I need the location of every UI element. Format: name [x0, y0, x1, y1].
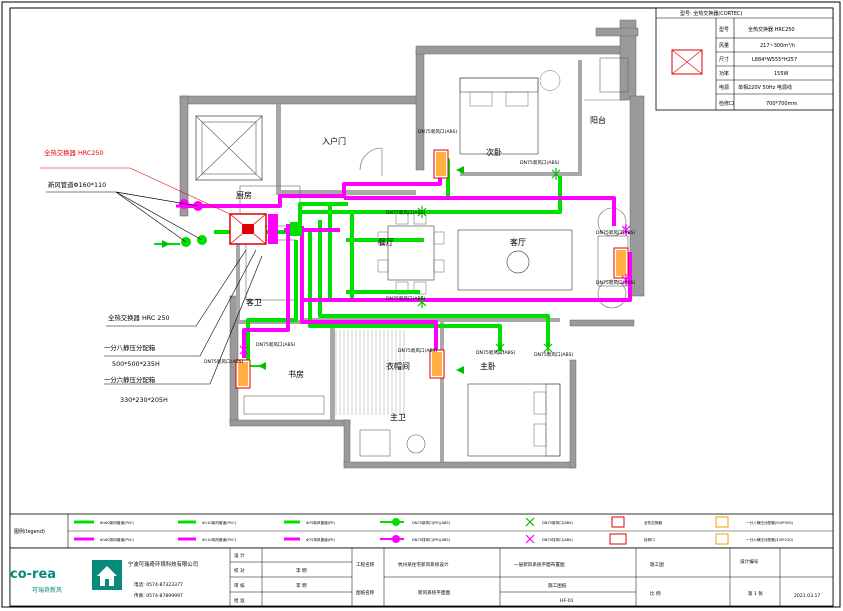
room-study: 书房: [288, 369, 304, 379]
sub-title-1: 一层新风系统平面布置图: [514, 561, 565, 568]
sub-title-2: 施工图纸: [548, 582, 567, 589]
title-block: co-rea 可瑞奇新风 宁波可瑞奇环境科技有限公司 电话: 0574-8732…: [9, 547, 834, 607]
spec-value: 700*700mm: [766, 101, 797, 107]
role-label: 批 准: [234, 597, 245, 604]
room-entrance: 入户门: [322, 136, 346, 146]
checker-name: 李 明: [296, 582, 307, 589]
designer-name: 李 明: [296, 567, 307, 574]
vent-label: DN75新风口(ABS): [204, 358, 244, 365]
role-label: 审 核: [234, 582, 245, 589]
brand-name: co-rea: [10, 567, 56, 582]
spec-label: 风量: [719, 42, 729, 49]
legend-item: 全热交换器: [644, 520, 662, 525]
heat-recovery-unit: [229, 213, 267, 245]
floor-plan: [179, 19, 645, 469]
vent-labels: DN75新风口(ABS) DN75新风口(ABS) DN75新风口(ABS) D…: [204, 128, 636, 365]
company-tel: 电话: 0574-87323377: [134, 581, 183, 588]
legend-item: Φ160排风管道(PVC): [100, 537, 135, 542]
vent-label: DN75新风口(ABS): [418, 128, 458, 135]
spec-value: 单相220V 50Hz 电源线: [738, 84, 792, 91]
legend-item: 一分八静压分配箱(500*500): [746, 520, 794, 525]
legend-item: Φ110排风管道(PVC): [202, 537, 237, 542]
house-icon: [92, 560, 122, 590]
spec-value: 全热交换器 HRC250: [748, 26, 795, 33]
legend-item: Φ75排风管道(PE): [306, 537, 336, 542]
vent-label: DN75新风口(ABS): [398, 347, 438, 354]
company-fax: 传真: 0574-87899997: [134, 592, 183, 599]
project-label: 工程名称: [356, 561, 375, 568]
legend-item: 检修口: [644, 537, 655, 542]
callout-unit-red: 全热交换器 HRC250: [44, 148, 104, 157]
room-labels: 入户门 次卧 阳台 厨房 餐厅 客厅 客卫 书房 衣帽间 主卧 主卫: [236, 115, 606, 422]
vent-label: DN75新风口(ABS): [596, 279, 636, 286]
vent-label: DN75新风口(ABS): [476, 349, 516, 356]
drawing-name: 新风系统平面图: [418, 589, 451, 596]
drawing-label: 图纸名称: [356, 589, 375, 596]
callouts: [40, 167, 263, 385]
callout-box8-title: 一分八静压分配箱: [104, 343, 156, 352]
vent-label: DN75新风口(ABS): [534, 351, 574, 358]
room-second-bedroom: 次卧: [486, 147, 502, 157]
scale-label: 比 例: [650, 590, 661, 597]
room-dining: 餐厅: [378, 238, 394, 247]
vent-markers: [162, 149, 631, 389]
spec-value: 155W: [774, 71, 789, 77]
vent-label: DN75新风口(ABS): [596, 229, 636, 236]
spec-label: 检修口: [719, 100, 734, 107]
number-label: 设计编号: [740, 558, 759, 565]
legend-item: Φ75新风管道(PE): [306, 520, 336, 525]
stage-label: 施工图: [650, 561, 664, 568]
drawing-date: 2021.03.17: [794, 593, 820, 599]
legend-item: 一分六静压分配箱(330*230): [746, 537, 794, 542]
legend-item: Φ160新风管道(PVC): [100, 520, 135, 525]
sheet-number: 第 1 张: [748, 590, 763, 597]
legend-item: Φ110新风管道(PVC): [202, 520, 237, 525]
callout-box6-size: 330*230*205H: [120, 396, 168, 404]
vent-label: DN75新风口(ABS): [520, 159, 560, 166]
legend-item: DN75排风口(ABS): [542, 537, 573, 542]
legend-item: DN75排风口(PE)(ABS): [412, 537, 451, 542]
room-kitchen: 厨房: [236, 190, 252, 200]
spec-value: 217~300m³/h: [760, 43, 795, 49]
legend-item: DN75新风口(ABS): [542, 520, 573, 525]
room-balcony: 阳台: [590, 115, 606, 125]
room-living: 客厅: [510, 237, 526, 247]
drawing-number: HF-01: [560, 598, 574, 604]
room-master-bath: 主卫: [390, 412, 406, 422]
legend-item: DN75新风口(PE)(ABS): [412, 520, 451, 525]
brand-logo: co-rea 可瑞奇新风: [10, 567, 62, 594]
spec-label: 功率: [719, 70, 729, 77]
room-master-bedroom: 主卧: [480, 361, 496, 371]
room-cloakroom: 衣帽间: [386, 361, 410, 371]
role-label: 设 计: [234, 552, 245, 559]
spec-label: 尺寸: [719, 56, 729, 63]
vent-label: DN75新风口(ABS): [386, 209, 426, 216]
company-name: 宁波可瑞奇环境科技有限公司: [128, 560, 198, 568]
vent-label: DN75新风口(ABS): [386, 295, 426, 302]
brand-sub: 可瑞奇新风: [32, 586, 62, 594]
callout-text: 全热交换器 HRC250 新风管道Φ160*110 全热交换器 HRC 250 …: [44, 148, 170, 404]
vent-label: DN75新风口(ABS): [256, 341, 296, 348]
project-name: 杭州某住宅新风系统设计: [398, 561, 449, 568]
room-guest-bath: 客卫: [246, 297, 262, 307]
role-label: 校 对: [234, 567, 245, 574]
spec-value: L884*W555*H257: [752, 57, 797, 63]
legend-title: 图例(legend): [14, 528, 45, 535]
spec-label: 型号: [719, 26, 729, 33]
legend: 图例(legend) Φ160新风管道(PVC) Φ110新风管道(PVC) Φ…: [9, 513, 834, 549]
callout-duct: 新风管道Φ160*110: [48, 180, 106, 189]
callout-box6-title: 一分六静压分配箱: [104, 375, 156, 384]
spec-table: 型号: 全热交换器(CORTEC) 型号 全热交换器 HRC250 风量 217…: [655, 7, 834, 111]
callout-unit: 全热交换器 HRC 250: [108, 313, 170, 322]
spec-table-header: 型号: 全热交换器(CORTEC): [680, 10, 742, 17]
spec-label: 电源: [719, 84, 729, 91]
callout-box8-size: 500*500*235H: [112, 360, 160, 368]
